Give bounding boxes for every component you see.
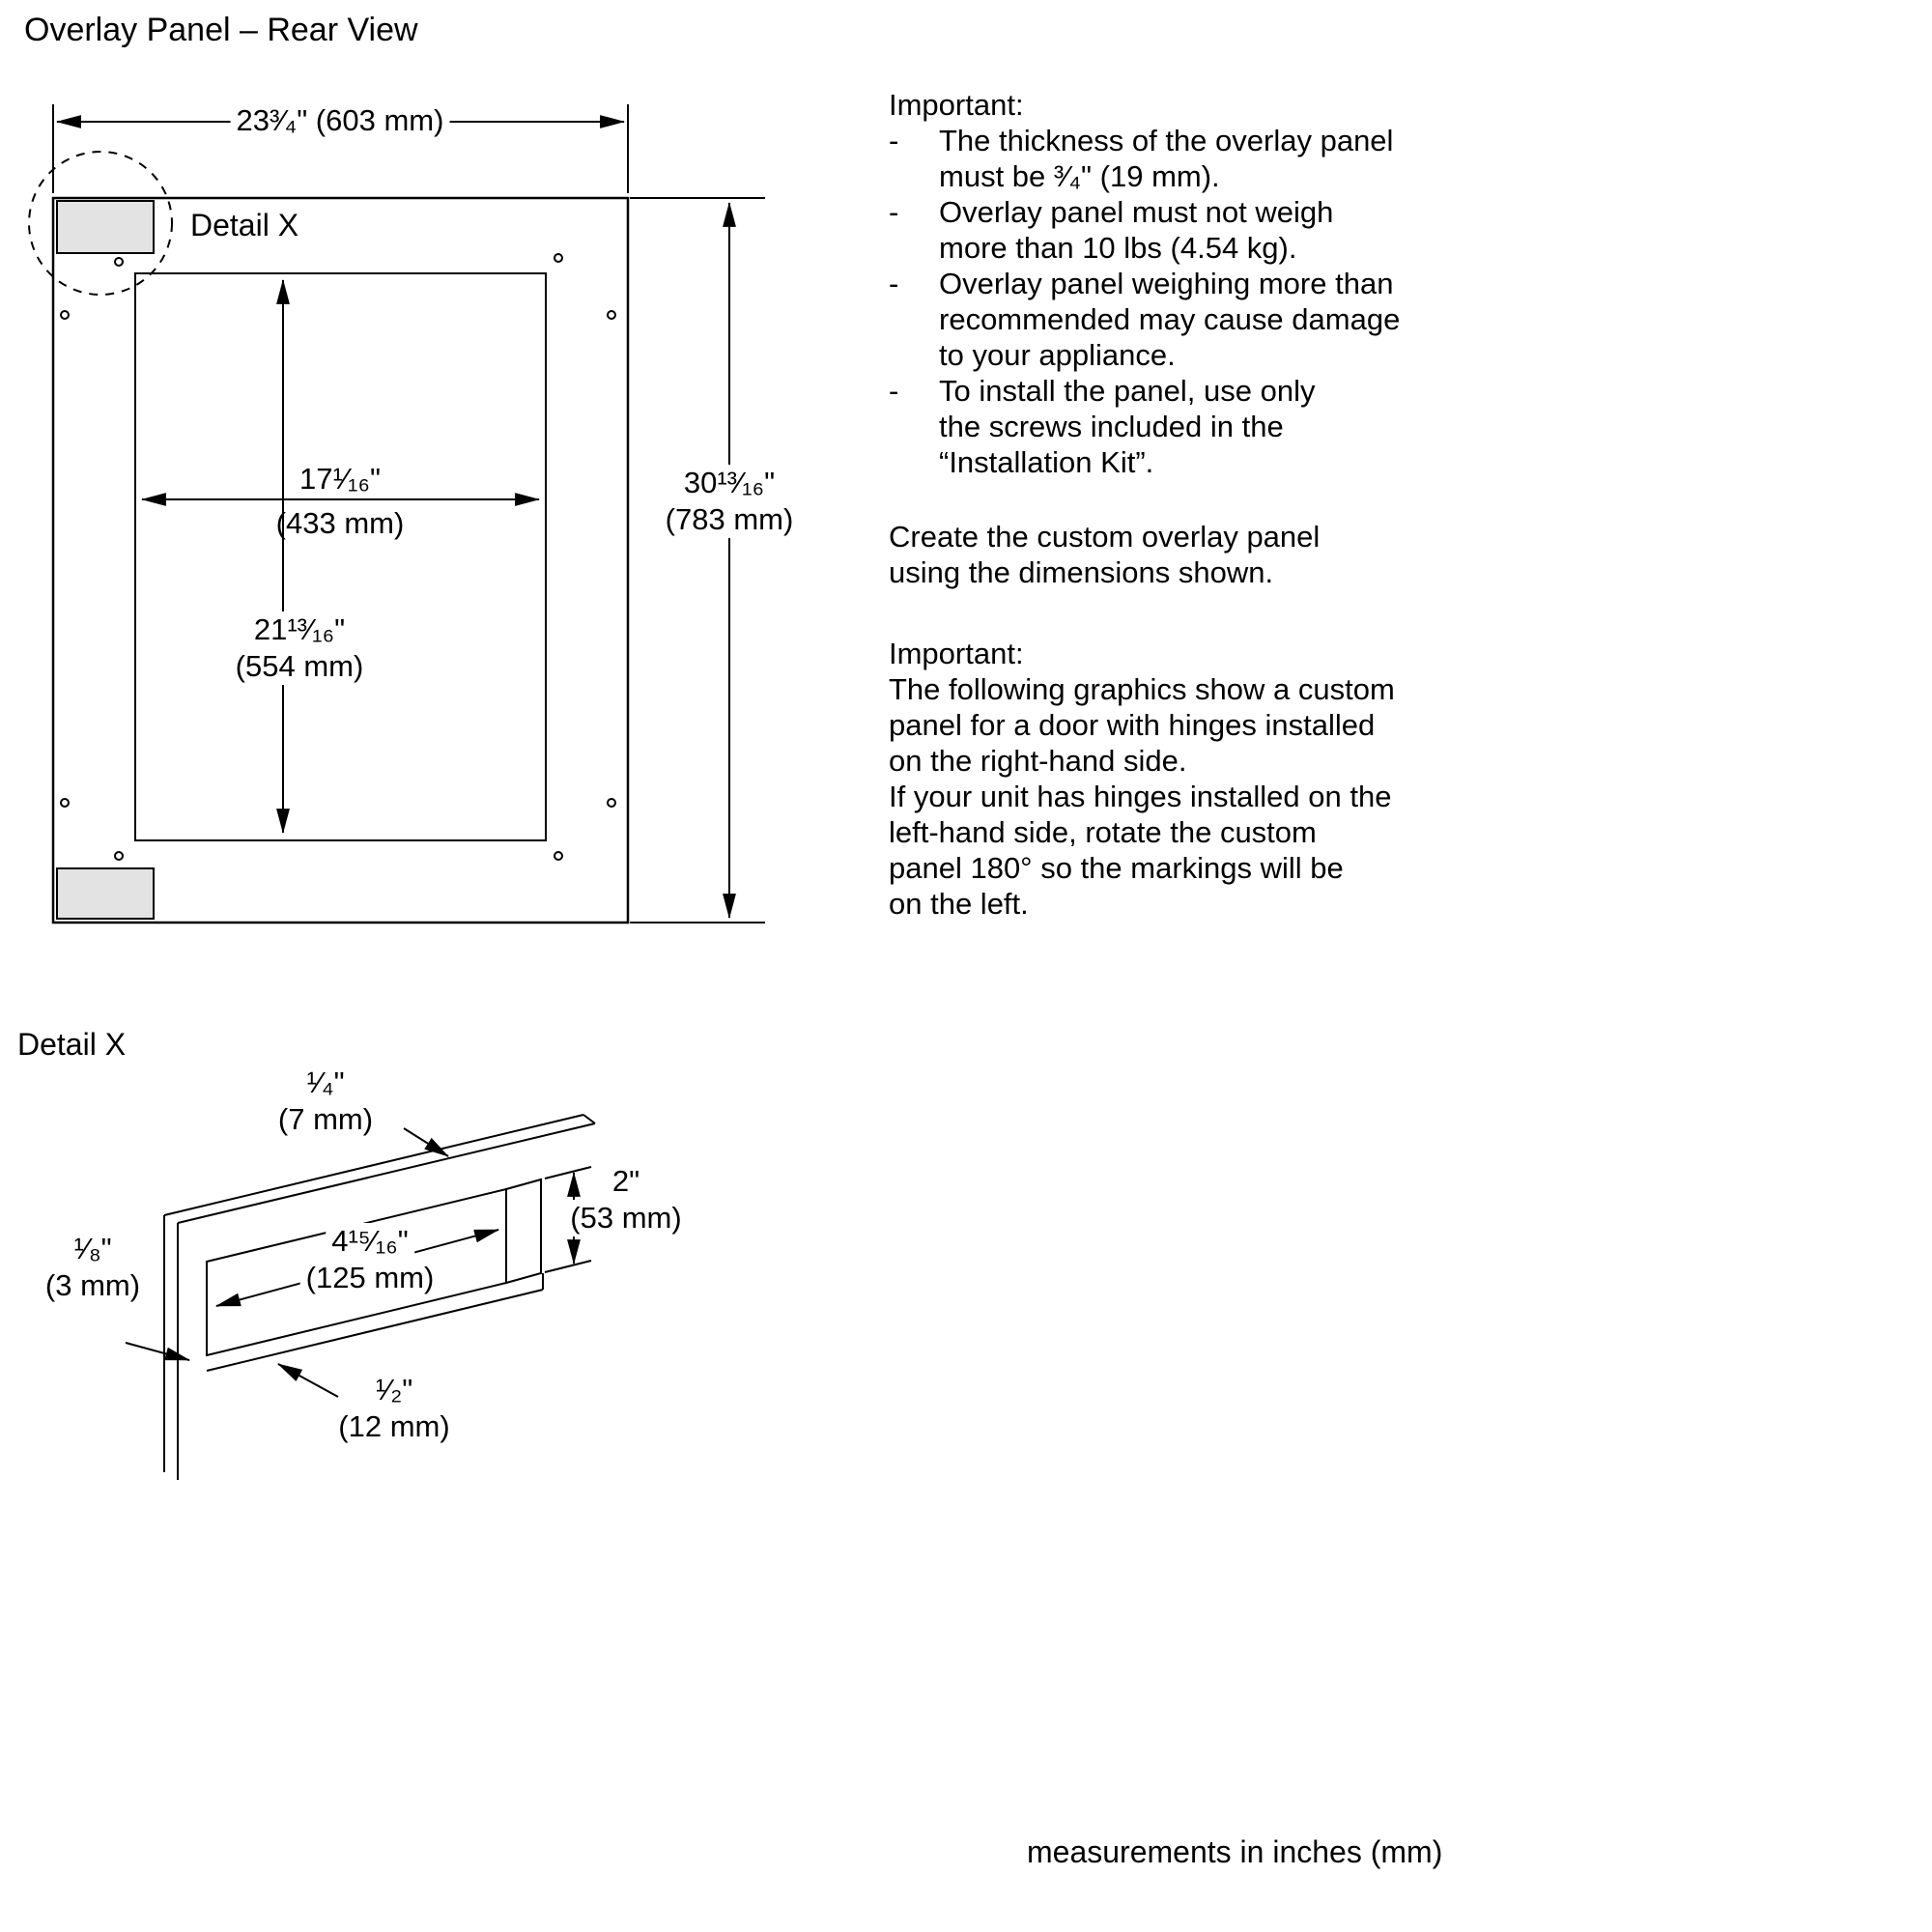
dim-label-top-gap-in: ¹⁄₄": [306, 1065, 345, 1099]
dim-label-pocket-height-in: 2": [611, 1164, 640, 1198]
note-bullet-4: - To install the panel, use only the scr…: [889, 373, 1515, 480]
note-bullet-2: - Overlay panel must not weigh more than…: [889, 194, 1515, 266]
dim-label-pocket-height-mm: (53 mm): [570, 1201, 682, 1235]
screw-hole: [114, 257, 124, 267]
measurements-note: measurements in inches (mm): [1027, 1834, 1443, 1869]
bullet-text: Overlay panel weighing more than recomme…: [939, 267, 1401, 372]
dim-label-inner-width-in: 17¹⁄₁₆": [299, 462, 381, 496]
dim-label-edge-in: ¹⁄₈": [73, 1232, 112, 1265]
dim-label-inner-width-mm: (433 mm): [275, 506, 405, 540]
note-bullet-3: - Overlay panel weighing more than recom…: [889, 266, 1515, 373]
dim-label-top-gap-mm: (7 mm): [277, 1102, 374, 1136]
arrow-edge: [125, 1342, 191, 1361]
panel-top-edge-line: [177, 1122, 596, 1224]
dim-label-outer-height-in: 30¹³⁄₁₆": [677, 465, 781, 501]
dim-label-lip-mm: (12 mm): [338, 1409, 450, 1443]
dim-label-inner-height-in: 21¹³⁄₁₆": [247, 611, 352, 648]
outer-panel-rect: [51, 196, 630, 924]
arrow-top-gap: [403, 1127, 449, 1157]
screw-hole: [554, 851, 563, 861]
bullet-dash: -: [889, 374, 899, 408]
pocket-lip-line: [206, 1289, 544, 1372]
detail-x-heading: Detail X: [17, 1027, 127, 1062]
important-heading-2: Important:: [889, 637, 1024, 670]
dim-label-pocket-width-mm: (125 mm): [299, 1260, 440, 1296]
dim-label-lip-in: ¹⁄₂": [375, 1373, 413, 1406]
inner-cutout-rect: [134, 272, 547, 841]
detail-callout-circle: [28, 151, 173, 296]
marking-plate-top: [56, 200, 155, 254]
screw-hole: [607, 798, 616, 808]
bullet-dash: -: [889, 124, 899, 157]
bullet-dash: -: [889, 267, 899, 300]
extension-line: [544, 1166, 592, 1179]
extension-line: [544, 1260, 592, 1273]
dim-label-edge-mm: (3 mm): [44, 1268, 141, 1302]
screw-hole: [60, 798, 70, 808]
hinge-paragraph: The following graphics show a custom pan…: [889, 672, 1395, 921]
bullet-text: Overlay panel must not weigh more than 1…: [939, 195, 1334, 265]
panel-top-edge-line: [163, 1114, 584, 1216]
bullet-text: To install the panel, use only the screw…: [939, 374, 1316, 479]
bullet-text: The thickness of the overlay panel must …: [939, 124, 1394, 193]
screw-hole: [607, 310, 616, 320]
dim-label-outer-width: 23³⁄₄" (603 mm): [230, 102, 450, 139]
pocket-right-wall: [505, 1178, 542, 1285]
create-paragraph: Create the custom overlay panel using th…: [889, 520, 1321, 589]
screw-hole: [554, 253, 563, 263]
important-heading-1: Important:: [889, 88, 1024, 122]
bullet-dash: -: [889, 195, 899, 229]
note-bullet-1: - The thickness of the overlay panel mus…: [889, 123, 1515, 194]
screw-hole: [60, 310, 70, 320]
detail-x-drawing: [125, 1114, 596, 1480]
page-title: Overlay Panel – Rear View: [24, 12, 418, 48]
marking-plate-bottom: [56, 867, 155, 920]
dim-label-inner-height-mm: (554 mm): [229, 648, 370, 685]
dim-label-outer-height-mm: (783 mm): [659, 501, 800, 538]
rear-view-drawing: [28, 104, 765, 924]
notes-column: Important: - The thickness of the overla…: [889, 87, 1515, 922]
arrow-lip: [277, 1363, 339, 1398]
screw-hole: [114, 851, 124, 861]
detail-x-callout-label: Detail X: [190, 208, 299, 242]
dim-label-pocket-width-in: 4¹⁵⁄₁₆": [326, 1223, 414, 1260]
panel-top-edge-line: [582, 1114, 596, 1124]
